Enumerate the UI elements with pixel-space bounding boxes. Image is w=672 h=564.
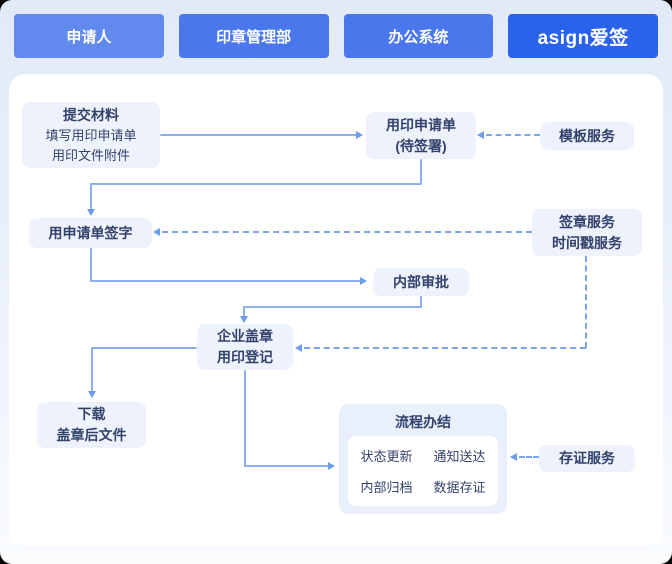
process-item: 内部归档 — [360, 480, 413, 495]
node-internal-approval: 内部审批 — [373, 268, 469, 296]
node-title: 提交材料 — [63, 107, 119, 123]
node-title: 流程办结 — [395, 414, 451, 430]
node-evidence-service: 存证服务 — [539, 445, 635, 472]
connector-sealservice-to-seal — [304, 347, 586, 349]
connector-evidence-to-complete — [519, 456, 539, 458]
connector-form-down — [420, 159, 422, 185]
node-line: 企业盖章 — [217, 328, 273, 344]
connector-seal-to-download-drop — [91, 347, 93, 393]
arrowhead — [87, 209, 95, 216]
node-template-service: 模板服务 — [540, 122, 634, 150]
node-line: 时间戳服务 — [552, 234, 622, 251]
arrowhead — [328, 462, 335, 470]
arrowhead — [240, 316, 248, 323]
connector-sealservice-to-sign — [162, 231, 532, 233]
connector-seal-to-complete — [244, 465, 330, 467]
process-item: 状态更新 — [360, 449, 413, 464]
process-item: 通知送达 — [433, 449, 486, 464]
connector-approval-to-seal-drop — [243, 306, 245, 318]
connector-seal-down — [244, 370, 246, 467]
connector-sign-to-approval — [90, 280, 362, 282]
connector-sign-down — [90, 248, 92, 282]
node-application-form: 用印申请单 (待签署) — [366, 112, 476, 159]
arrowhead — [356, 131, 363, 139]
connector-submit-to-form — [160, 134, 358, 136]
node-line: 填写用印申请单 — [45, 128, 137, 143]
process-item: 数据存证 — [433, 480, 486, 495]
connector-approval-to-seal — [243, 306, 422, 308]
lane-seal-management-dept: 印章管理部 — [178, 14, 329, 58]
node-download-sealed-file: 下载 盖章后文件 — [37, 402, 146, 448]
swimlane-header: 申请人 印章管理部 办公系统 asign爱签 — [14, 14, 658, 58]
process-complete-items: 状态更新 通知送达 内部归档 数据存证 — [348, 436, 498, 506]
node-company-seal: 企业盖章 用印登记 — [197, 324, 293, 370]
lane-applicant: 申请人 — [14, 14, 164, 58]
node-line: 模板服务 — [559, 127, 615, 144]
node-line: 盖章后文件 — [56, 427, 127, 443]
connector-form-to-sign-drop — [90, 183, 92, 211]
node-line: 下载 — [77, 406, 106, 422]
node-line: (待签署) — [395, 137, 447, 154]
node-line: 用申请单签字 — [48, 224, 133, 241]
node-process-complete: 流程办结 状态更新 通知送达 内部归档 数据存证 — [339, 404, 507, 514]
lane-office-system: 办公系统 — [343, 14, 494, 58]
node-line: 用印申请单 — [386, 116, 456, 133]
arrowhead — [510, 453, 517, 461]
node-submit-materials: 提交材料 填写用印申请单 用印文件附件 — [22, 102, 160, 168]
connector-seal-to-download — [91, 347, 197, 349]
node-line: 签章服务 — [559, 213, 615, 230]
arrowhead — [360, 277, 367, 285]
arrowhead — [477, 131, 484, 139]
node-line: 用印文件附件 — [51, 147, 130, 163]
arrowhead — [88, 391, 96, 398]
node-line: 存证服务 — [559, 450, 615, 466]
arrowhead — [295, 344, 302, 352]
node-line: 用印登记 — [217, 349, 273, 365]
flowchart-canvas: 提交材料 填写用印申请单 用印文件附件 用印申请单 (待签署) 模板服务 用申请… — [9, 74, 663, 546]
connector-form-to-sign — [90, 183, 421, 185]
node-line: 内部审批 — [393, 273, 449, 290]
node-form-sign: 用申请单签字 — [29, 218, 152, 248]
connector-approval-down — [420, 296, 422, 308]
lane-asign-brand: asign爱签 — [508, 14, 658, 58]
connector-sealservice-down — [585, 256, 587, 348]
connector-template-to-form — [486, 134, 540, 136]
node-seal-timestamp-service: 签章服务 时间戳服务 — [532, 209, 642, 256]
arrowhead — [153, 228, 160, 236]
